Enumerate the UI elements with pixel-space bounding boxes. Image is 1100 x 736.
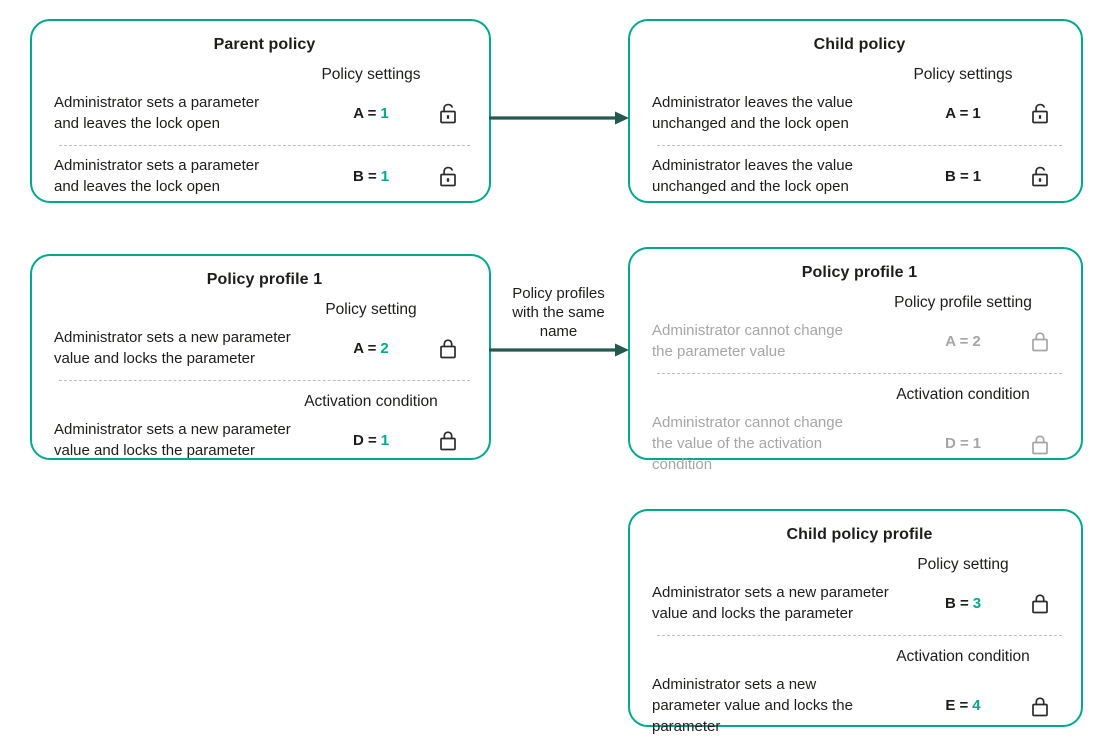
box-title: Policy profile 1 [801, 264, 918, 281]
dashed-separator [59, 380, 470, 381]
section-header: Policy settings [321, 66, 421, 83]
policy-row: Administrator sets a new parameter value… [652, 582, 1067, 624]
parameter-value: A =2 [945, 332, 981, 350]
dashed-separator [657, 373, 1062, 374]
row-description: Administrator cannot change the paramete… [652, 322, 843, 360]
value-number: 1 [380, 431, 390, 449]
row-description: Administrator leaves the value unchanged… [652, 157, 853, 195]
section-header-row: Policy settings [652, 56, 1067, 85]
value-number: 4 [972, 697, 981, 714]
lock-cell [438, 428, 459, 452]
parent-policy-box: Parent policy Policy settings Administra… [30, 19, 491, 203]
section-header-row: Policy setting [54, 291, 475, 320]
section-header-row: Policy settings [54, 56, 475, 85]
policy-row: Administrator sets a new parameter value… [54, 327, 475, 369]
policy-profile-1-box: Policy profile 1 Policy setting Administ… [30, 254, 491, 460]
lock-cell [438, 164, 459, 188]
parameter-value: B =1 [944, 167, 982, 185]
parameter-value: D =1 [944, 435, 982, 452]
section-header: Policy profile setting [894, 294, 1032, 311]
policy-row: Administrator sets a parameter and leave… [54, 155, 475, 197]
parameter-value: A =2 [353, 339, 389, 357]
parameter-value: A =1 [353, 104, 389, 122]
value-number: 3 [972, 594, 982, 612]
profile-to-profile-arrow [489, 343, 629, 357]
open-lock-icon [1031, 166, 1048, 187]
closed-lock-icon [439, 431, 456, 451]
lock-cell [1030, 694, 1051, 718]
value-number: 1 [972, 167, 982, 185]
inherited-policy-profile-1-box: Policy profile 1 Policy profile setting … [628, 247, 1083, 473]
section-header-row: Policy profile setting [652, 284, 1067, 313]
lock-cell [438, 101, 459, 125]
value-number: 2 [380, 339, 389, 357]
open-lock-icon [439, 166, 456, 187]
parameter-value: E =4 [945, 697, 981, 714]
child-policy-profile-box: Child policy profile Policy setting Admi… [628, 509, 1083, 735]
value-number: 1 [380, 104, 389, 122]
section-header: Policy setting [917, 556, 1009, 573]
lock-cell [1030, 329, 1051, 353]
child-policy-box: Child policy Policy settings Administrat… [628, 19, 1083, 203]
parameter-value: D =1 [352, 431, 390, 449]
parameter-value: B =3 [944, 594, 982, 612]
section-header: Activation condition [896, 386, 1030, 403]
policy-row: Administrator sets a new parameter value… [652, 674, 1067, 736]
section-header: Policy settings [913, 66, 1013, 83]
value-number: 2 [972, 332, 981, 350]
value-number: 1 [380, 167, 390, 185]
lock-cell [1030, 101, 1051, 125]
section-header-row: Activation condition [652, 376, 1067, 405]
dashed-separator [657, 145, 1062, 146]
parameter-value: A =1 [945, 104, 981, 122]
open-lock-icon [1031, 103, 1048, 124]
parent-to-child-arrow [489, 111, 629, 125]
arrow-label: Policy profiles with the same name [512, 285, 605, 340]
row-description: Administrator leaves the value unchanged… [652, 94, 853, 132]
lock-cell [1030, 432, 1051, 456]
row-description: Administrator cannot change the value of… [652, 414, 843, 473]
box-title: Child policy [813, 36, 906, 53]
row-description: Administrator sets a new parameter value… [652, 584, 889, 622]
lock-cell [1030, 164, 1051, 188]
lock-cell [1030, 591, 1051, 615]
box-title: Policy profile 1 [206, 271, 323, 288]
open-lock-icon [439, 103, 456, 124]
policy-row: Administrator cannot change the value of… [652, 412, 1067, 475]
value-number: 1 [972, 104, 981, 122]
dashed-separator [657, 635, 1062, 636]
section-header: Activation condition [304, 393, 438, 410]
box-title: Child policy profile [786, 526, 933, 543]
policy-row: Administrator cannot change the paramete… [652, 320, 1067, 362]
box-title: Parent policy [213, 36, 316, 53]
policy-row: Administrator leaves the value unchanged… [652, 92, 1067, 134]
closed-lock-icon [1031, 594, 1048, 614]
policy-row: Administrator sets a new parameter value… [54, 419, 475, 461]
section-header-row: Policy setting [652, 546, 1067, 575]
closed-lock-icon [1031, 434, 1048, 454]
row-description: Administrator sets a parameter and leave… [54, 157, 260, 195]
row-description: Administrator sets a new parameter value… [54, 329, 291, 367]
section-header-row: Activation condition [652, 638, 1067, 667]
section-header: Policy setting [325, 301, 417, 318]
row-description: Administrator sets a parameter and leave… [54, 94, 260, 132]
closed-lock-icon [1031, 332, 1048, 352]
policy-row: Administrator leaves the value unchanged… [652, 155, 1067, 197]
policy-row: Administrator sets a parameter and leave… [54, 92, 475, 134]
parameter-value: B =1 [352, 167, 390, 185]
section-header-row: Activation condition [54, 383, 475, 412]
closed-lock-icon [439, 339, 456, 359]
lock-cell [438, 336, 459, 360]
row-description: Administrator sets a new parameter value… [652, 676, 853, 735]
section-header: Activation condition [896, 648, 1030, 665]
closed-lock-icon [1031, 696, 1048, 716]
dashed-separator [59, 145, 470, 146]
value-number: 1 [972, 435, 982, 452]
row-description: Administrator sets a new parameter value… [54, 421, 291, 459]
